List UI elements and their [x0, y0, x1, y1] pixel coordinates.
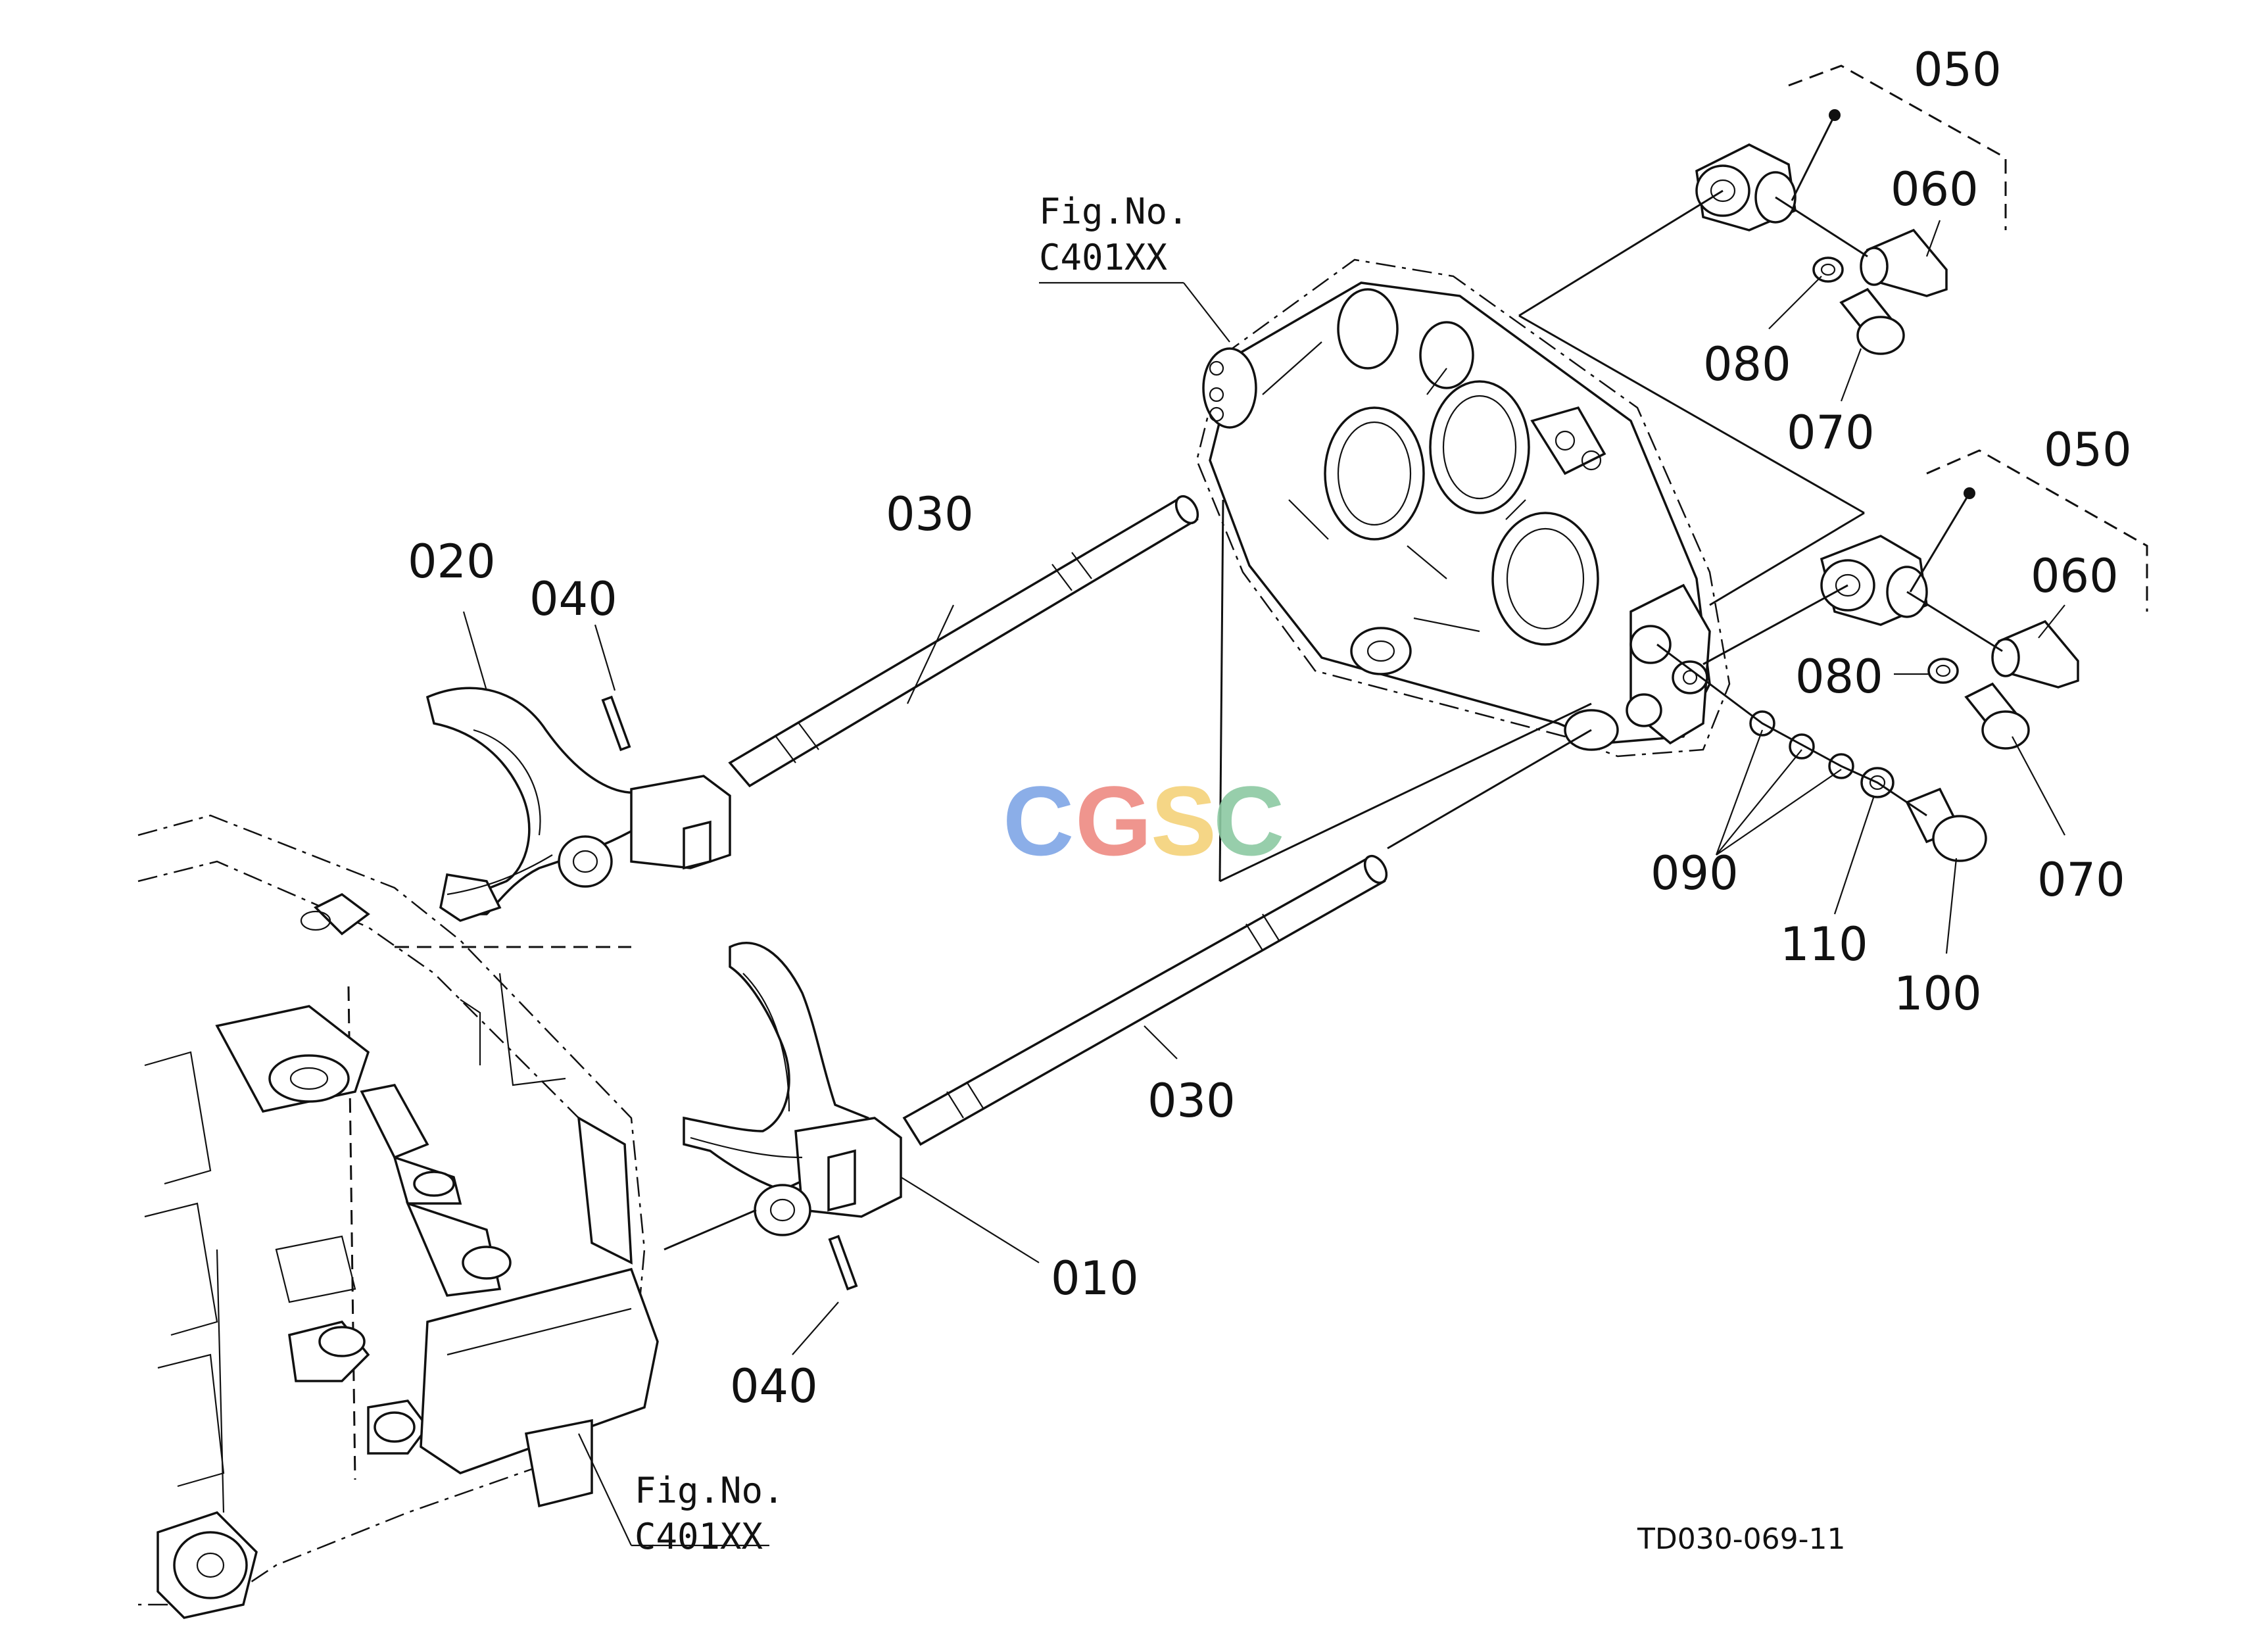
plunger-060-mid	[1991, 619, 2079, 689]
label-070-top: 070	[1787, 406, 1875, 460]
spring-pin-040-lower	[828, 1234, 858, 1291]
detent-holder-050-mid	[1820, 535, 1928, 626]
leader-lines	[462, 220, 2065, 1547]
label-080-mid: 080	[1795, 650, 1883, 704]
label-030-bottom: 030	[1147, 1074, 1236, 1128]
label-050-mid: 050	[2044, 423, 2132, 477]
drawing-code: TD030-069-11	[1637, 1522, 1845, 1556]
fig-ref-bottom-line2: C401XX	[635, 1516, 763, 1557]
detent-balls-090	[1749, 710, 1854, 779]
label-090: 090	[1651, 846, 1739, 900]
assembly-lines	[664, 114, 2003, 1251]
watermark-letter-s: S	[1151, 765, 1217, 876]
plug-100	[1905, 787, 1987, 862]
housing-cover-plate	[1195, 258, 1731, 758]
fig-ref-bottom-line1: Fig.No.	[635, 1470, 784, 1511]
transmission-case	[137, 814, 659, 1619]
label-080-top: 080	[1703, 337, 1791, 391]
plunger-060-top	[1860, 228, 1948, 297]
label-030-top: 030	[886, 487, 974, 541]
label-020: 020	[408, 535, 496, 589]
shift-fork-020	[425, 687, 731, 922]
kit-bracket-top	[1788, 64, 2007, 230]
label-060-top: 060	[1891, 162, 1979, 216]
label-010: 010	[1051, 1251, 1139, 1305]
label-110: 110	[1780, 917, 1868, 971]
fig-ref-top-line2: C401XX	[1039, 237, 1168, 278]
detent-holder-050-top	[1695, 143, 1797, 231]
shift-fork-010	[683, 942, 902, 1236]
bolt-070-mid	[1964, 682, 2030, 750]
watermark-letter-c1: C	[1003, 765, 1074, 876]
label-070-mid: 070	[2037, 853, 2125, 907]
label-100: 100	[1894, 967, 1982, 1021]
kit-bracket-mid	[1926, 449, 2148, 612]
label-050-top: 050	[1914, 43, 2002, 97]
label-040-top: 040	[529, 572, 617, 626]
spring-pin-040-upper	[601, 695, 631, 752]
shift-rod-030-lower	[902, 854, 1388, 1146]
label-040-bottom: 040	[730, 1359, 818, 1413]
fig-ref-top-line1: Fig.No.	[1039, 191, 1189, 232]
watermark-logo: C G S C	[1003, 765, 1284, 876]
watermark-letter-g: G	[1075, 765, 1152, 876]
label-060-mid: 060	[2031, 549, 2119, 603]
bolt-070-top	[1839, 287, 1905, 355]
watermark-letter-c2: C	[1213, 765, 1284, 876]
washer-080-mid	[1927, 658, 1959, 684]
washer-080-top	[1812, 256, 1844, 283]
shift-rod-030-upper	[728, 495, 1199, 788]
